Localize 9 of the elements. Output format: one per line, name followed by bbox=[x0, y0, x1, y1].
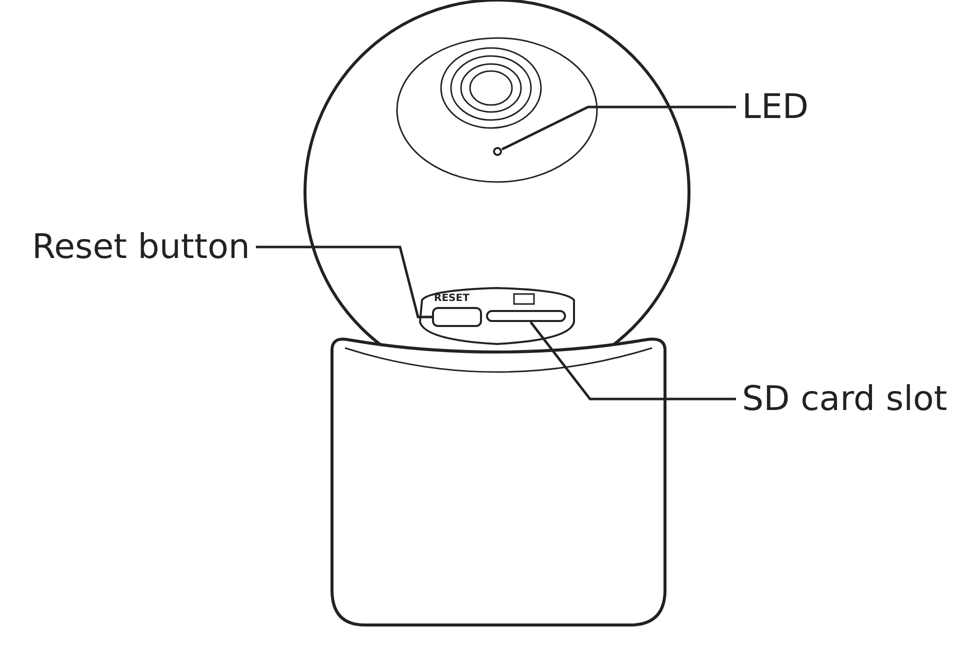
reset-port bbox=[432, 307, 482, 327]
sd-card-slot bbox=[486, 310, 566, 322]
port-label: RESET bbox=[434, 294, 470, 304]
callout-label: SD card slot bbox=[742, 382, 948, 416]
callout-label: Reset button bbox=[32, 230, 250, 264]
leader-line bbox=[501, 106, 736, 150]
leader-line bbox=[530, 321, 736, 400]
callout-label: LED bbox=[742, 90, 809, 124]
leader-line bbox=[256, 246, 432, 318]
